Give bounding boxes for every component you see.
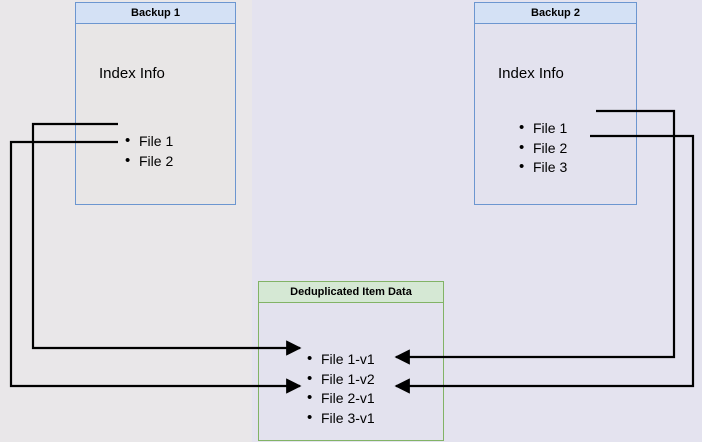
list-item[interactable]: File 2 <box>519 138 567 159</box>
backup-2-file-list: File 1 File 2 File 3 <box>519 118 567 178</box>
dedup-item-list: File 1-v1 File 1-v2 File 2-v1 File 3-v1 <box>307 349 375 429</box>
dedup-body: File 1-v1 File 1-v2 File 2-v1 File 3-v1 <box>259 303 443 440</box>
lower-left-panel-background <box>0 208 252 442</box>
list-item[interactable]: File 3 <box>519 157 567 178</box>
backup-1-body: Index Info File 1 File 2 <box>76 24 235 204</box>
list-item[interactable]: File 2-v1 <box>307 388 375 409</box>
list-item[interactable]: File 1-v2 <box>307 369 375 390</box>
list-item[interactable]: File 1 <box>519 118 567 139</box>
backup-2-title: Backup 2 <box>475 3 636 24</box>
list-item[interactable]: File 2 <box>125 151 173 172</box>
backup-2-body: Index Info File 1 File 2 File 3 <box>475 24 636 204</box>
dedup-title: Deduplicated Item Data <box>259 282 443 303</box>
list-item[interactable]: File 3-v1 <box>307 408 375 429</box>
backup-1-box[interactable]: Backup 1 Index Info File 1 File 2 <box>75 2 236 205</box>
backup-1-title: Backup 1 <box>76 3 235 24</box>
backup-1-file-list: File 1 File 2 <box>125 131 173 172</box>
backup-1-index-info-label: Index Info <box>99 65 165 82</box>
backup-2-index-info-label: Index Info <box>498 65 564 82</box>
list-item[interactable]: File 1-v1 <box>307 349 375 370</box>
deduplicated-item-data-box[interactable]: Deduplicated Item Data File 1-v1 File 1-… <box>258 281 444 441</box>
backup-2-box[interactable]: Backup 2 Index Info File 1 File 2 File 3 <box>474 2 637 205</box>
list-item[interactable]: File 1 <box>125 131 173 152</box>
